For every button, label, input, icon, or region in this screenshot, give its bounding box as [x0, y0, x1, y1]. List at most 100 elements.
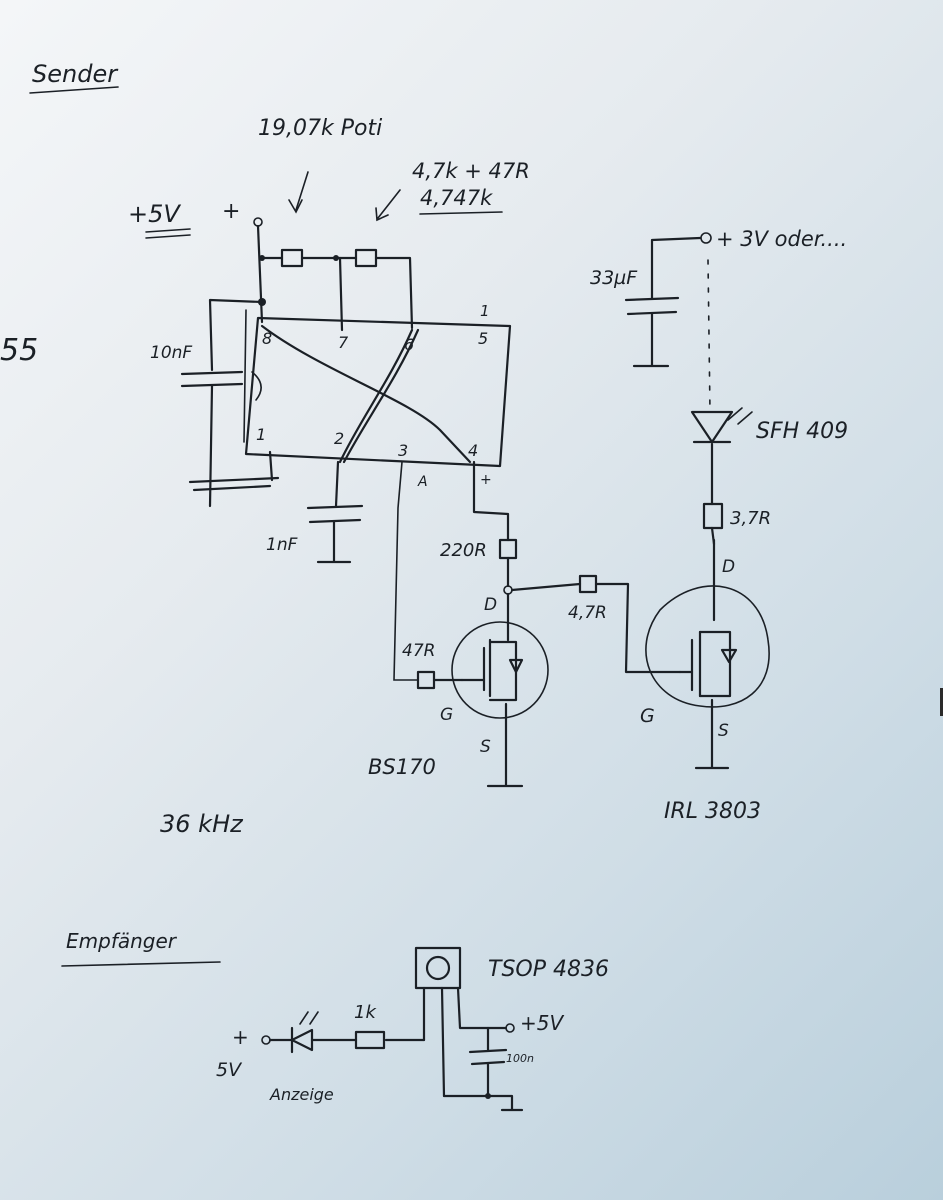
rx-supply-plus: + [232, 1025, 249, 1049]
ic-pin-1: 1 [256, 425, 266, 444]
ic-pin-4: 4 [468, 441, 478, 460]
wire-pin3-to-47r [393, 461, 419, 681]
cap-33uf-plates [624, 296, 680, 316]
wire-pin6-to-pin2-b [342, 328, 420, 464]
mosfet-bs170-body [451, 621, 549, 719]
rx-ground-junction [485, 1093, 491, 1099]
resistor-47r-label: 47R [402, 641, 435, 661]
ic-pin-5-mark: 1 [480, 302, 490, 320]
mosfet-bs170-drain: D [484, 595, 497, 615]
ground-bus [188, 476, 280, 492]
mosfet-irl3803-label: IRL 3803 [664, 799, 761, 824]
timer-ic-body [244, 316, 512, 468]
cap-10nf-plates [180, 370, 244, 388]
ic-pin-2: 2 [334, 429, 344, 448]
wire-rail-to-cap [208, 298, 264, 372]
tsop-module-body [414, 946, 462, 990]
resistor-220r-label: 220R [440, 540, 487, 561]
mosfet-bs170-gate: G [440, 705, 453, 725]
mosfet-irl3803-source-ground [694, 698, 730, 770]
junction-poti [259, 255, 265, 261]
paper-edge-mark [940, 688, 943, 716]
cap-33uf-label: 33µF [590, 267, 638, 289]
wire-3v-to-cap [650, 236, 702, 300]
ic-output-plus: + [480, 472, 492, 488]
wire-pin8-to-pin4 [260, 324, 472, 464]
resistor-3-7r [702, 502, 724, 530]
resistor-combo-label: 4,7k + 47R [412, 159, 530, 183]
resistor-3-7r-label: 3,7R [730, 508, 771, 529]
resistor-result-label: 4,747k [420, 186, 493, 210]
ir-led-symbol [690, 410, 734, 444]
resistor-4-7r [578, 574, 598, 594]
wire-pin1-left [243, 309, 247, 443]
ic-pin-7: 7 [338, 333, 349, 352]
frequency-label: 36 kHz [160, 810, 244, 838]
resistor-220r [498, 538, 518, 560]
resistor-47r [416, 670, 436, 690]
supply-plus-label: + [222, 199, 240, 224]
mosfet-irl3803-diode [720, 648, 738, 664]
rx-display-label: Anzeige [269, 1085, 334, 1104]
wire-pin2-cap [334, 460, 340, 508]
rx-supply-terminal [261, 1035, 271, 1045]
wire-pin6-to-pin2 [338, 328, 414, 464]
cap-1nf-ground [316, 520, 352, 564]
wire-pin7 [338, 256, 344, 332]
wire-pin4-to-220r [472, 460, 510, 542]
rx-led-arrows [299, 1011, 319, 1025]
rx-5v-label: +5V [520, 1011, 564, 1035]
poti-resistor [280, 248, 304, 268]
resistor-4747 [354, 248, 378, 268]
poti-label: 19,07k Poti [258, 116, 382, 141]
ir-led-emission-arrows [727, 407, 753, 425]
cap-1nf-label: 1nF [266, 535, 298, 555]
rx-cap-label: 100n [506, 1052, 534, 1065]
mosfet-irl3803-gate: G [640, 705, 655, 727]
mosfet-bs170-source: S [480, 737, 491, 757]
mosfet-irl3803-drain: D [722, 557, 735, 577]
mosfet-irl3803-source: S [718, 721, 729, 741]
supply-3v-terminal [700, 232, 712, 244]
wire-cap-to-ground [208, 384, 214, 508]
resistor-arrow-head [375, 207, 389, 222]
ic-pin-5: 5 [478, 329, 488, 348]
drain-node [503, 585, 513, 595]
ic-pin-8: 8 [262, 329, 272, 348]
rx-led-symbol [290, 1026, 314, 1054]
supply-3v-label: + 3V oder.... [716, 227, 847, 251]
rx-ground [442, 1094, 524, 1112]
poti-arrow [295, 171, 309, 211]
tsop-lens [425, 955, 451, 981]
rx-cap-100n [468, 1026, 508, 1098]
cap-10nf-label: 10nF [150, 343, 192, 363]
mosfet-irl3803-body [645, 585, 770, 708]
tsop-label: TSOP 4836 [488, 957, 609, 982]
poti-arrow-head [288, 199, 303, 214]
resistor-4-7r-label: 4,7R [568, 603, 607, 623]
ic-pin-3: 3 [398, 441, 408, 460]
mosfet-irl3803-leads [678, 630, 732, 698]
rx-resistor-label: 1k [354, 1002, 377, 1023]
sender-heading: Sender [32, 60, 119, 88]
wire-drain-to-47r [510, 582, 582, 592]
mosfet-irl3803-symbol [690, 538, 716, 698]
supply-terminal [253, 217, 263, 227]
mosfet-bs170-symbol [482, 592, 510, 698]
supply-5v-label: +5V [128, 200, 181, 228]
rx-resistor-1k [354, 1030, 386, 1050]
wire-supply-to-pin8 [256, 224, 264, 324]
junction-pin7 [333, 255, 339, 261]
wire-3v-dotted [707, 259, 711, 413]
wire-led-to-3-7r [710, 442, 716, 546]
ic-output-a: A [417, 474, 428, 490]
cap-33uf-ground [632, 312, 670, 368]
supply-5v-underline [145, 228, 191, 239]
receiver-heading-underline [61, 961, 221, 967]
receiver-heading: Empfänger [66, 929, 178, 953]
cap-1nf-plates [306, 504, 364, 524]
ir-led-label: SFH 409 [756, 419, 848, 444]
resistor-arrow [377, 189, 401, 219]
resistor-result-underline [419, 211, 503, 215]
wire-pin1-ground [268, 450, 274, 482]
